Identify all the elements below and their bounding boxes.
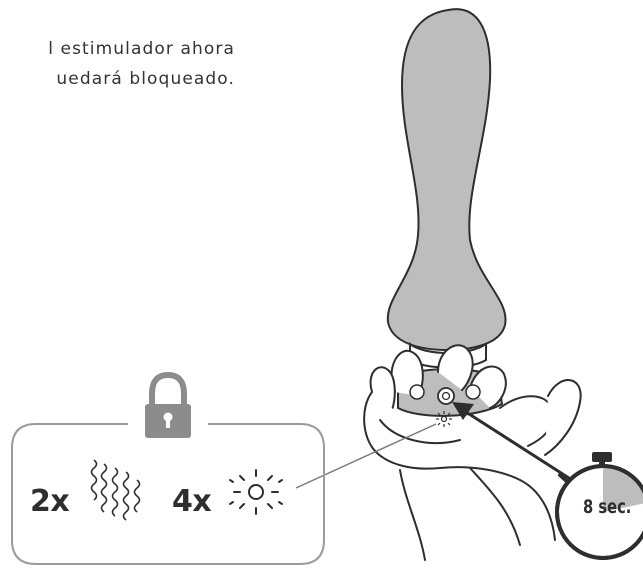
indicator-light-icon	[436, 411, 452, 427]
control-buttons	[409, 384, 481, 427]
hand	[363, 344, 582, 561]
stopwatch-segment	[603, 468, 643, 512]
vibrator-device	[386, 8, 507, 369]
plus-button-icon	[465, 384, 481, 400]
instruction-line-2: uedará bloqueado.	[56, 69, 235, 89]
power-inner-icon	[441, 391, 451, 401]
timer-label: 8 sec.	[583, 496, 632, 518]
connector-line	[295, 423, 437, 489]
lock-panel-border	[11, 423, 325, 565]
device-body	[386, 8, 507, 352]
instruction-text: l estimulador ahora uedará bloqueado.	[0, 34, 235, 94]
vibration-count: 2x	[30, 484, 70, 519]
stopwatch-icon	[555, 452, 643, 560]
minus-button-icon	[409, 384, 425, 400]
instruction-line-1: l estimulador ahora	[48, 39, 235, 59]
padlock-icon	[145, 371, 191, 438]
lock-panel	[11, 371, 325, 565]
press-arrow	[452, 402, 573, 482]
blinking-light-icon	[229, 469, 283, 515]
power-button-icon	[437, 387, 455, 405]
wavy-lines-icon	[90, 459, 141, 521]
light-count: 4x	[172, 484, 212, 519]
